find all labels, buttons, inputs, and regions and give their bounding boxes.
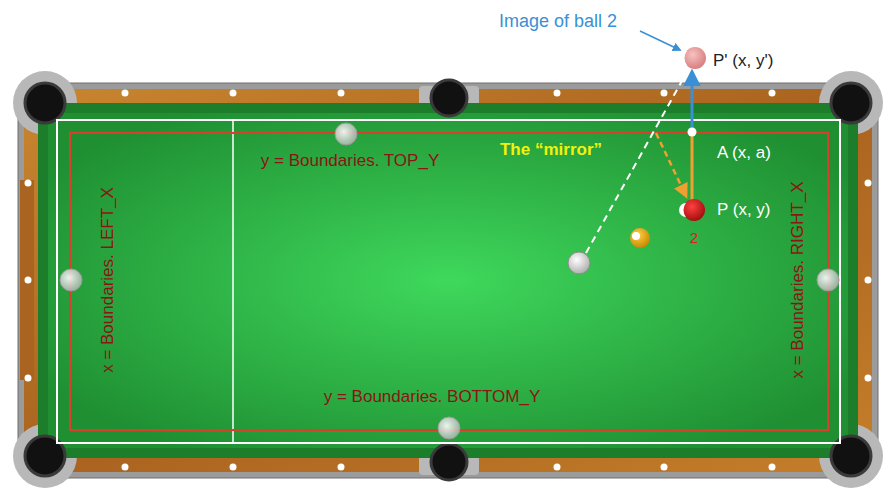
point-label: A (x, a)	[717, 143, 771, 163]
rail-diamonds	[25, 90, 872, 471]
cloth	[48, 113, 848, 448]
point-label: P (x, y)	[717, 200, 771, 220]
mirror-line	[691, 72, 694, 132]
callout-label: Image of ball 2	[499, 11, 617, 32]
boundary-label: x = Boundaries. LEFT_X	[98, 187, 118, 373]
mirror-label: The “mirror”	[500, 140, 602, 160]
pocket-caps	[13, 71, 883, 488]
distance-line	[691, 132, 694, 200]
rebound-line	[656, 133, 686, 196]
boundary-label: y = Boundaries. TOP_Y	[261, 151, 439, 171]
cushion	[38, 103, 858, 458]
ball-2	[679, 199, 705, 221]
point-label: P' (x, y')	[713, 51, 773, 71]
point-a	[688, 128, 697, 137]
table-frame	[18, 83, 878, 478]
ball-1	[630, 228, 650, 248]
ball-2-image	[680, 47, 706, 69]
cloth-boundary	[57, 120, 840, 443]
boundary-label: x = Boundaries. RIGHT_X	[788, 181, 808, 378]
ball-boundary	[70, 133, 828, 430]
wood-rail	[24, 89, 872, 472]
aim-line	[586, 70, 688, 253]
callout-leader	[640, 31, 680, 50]
head-string	[232, 120, 234, 443]
boundary-label: y = Boundaries. BOTTOM_Y	[324, 387, 541, 407]
cue-ball	[568, 252, 590, 274]
ball-number: 2	[690, 229, 698, 246]
pockets	[25, 80, 871, 480]
ghost-balls	[60, 123, 839, 439]
